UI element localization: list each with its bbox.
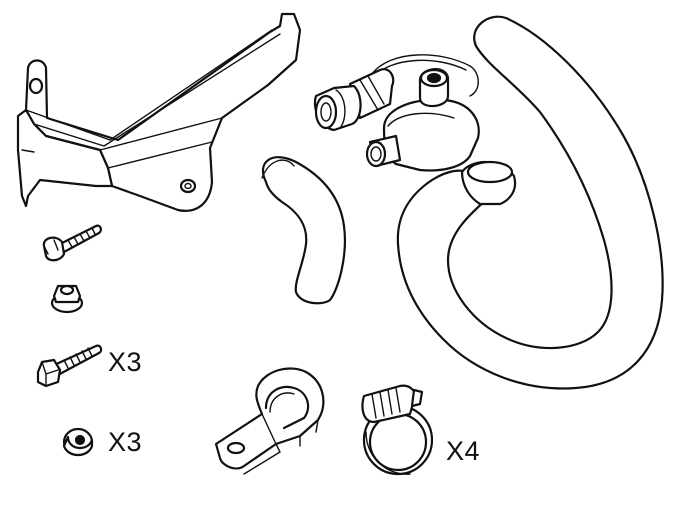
- long-hose: [396, 15, 664, 390]
- coolant-pump: [313, 54, 480, 172]
- p-clamp: [214, 367, 325, 475]
- short-hose: [261, 156, 346, 305]
- mounting-bracket: [16, 12, 302, 212]
- quantity-label-bolt: X3: [108, 347, 143, 377]
- small-bolt: [42, 224, 102, 262]
- long-bolt: [36, 344, 103, 388]
- hose-clamp: [361, 384, 434, 476]
- quantity-label-washer: X3: [108, 427, 143, 457]
- flange-nut: [50, 284, 84, 314]
- washer: [62, 427, 94, 457]
- quantity-label-hose-clamp: X4: [446, 436, 481, 466]
